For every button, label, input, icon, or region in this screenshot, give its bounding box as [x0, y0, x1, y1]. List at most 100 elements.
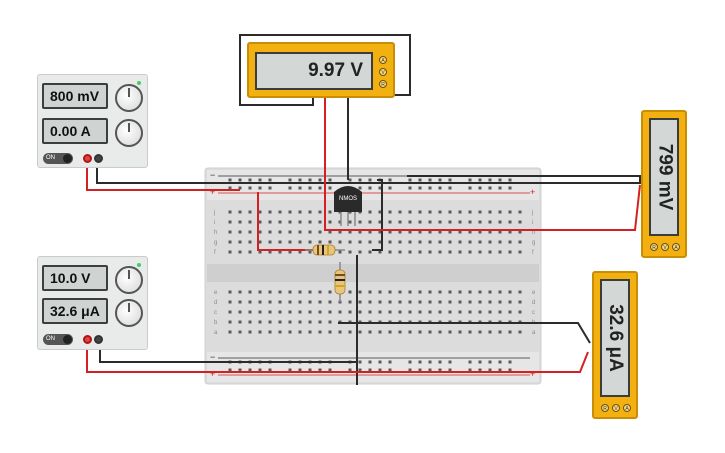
breadboard-hole[interactable]	[388, 300, 392, 304]
breadboard-hole[interactable]	[248, 230, 252, 234]
breadboard-hole[interactable]	[368, 310, 372, 314]
breadboard-hole[interactable]	[308, 178, 312, 182]
breadboard-hole[interactable]	[378, 220, 382, 224]
breadboard-hole[interactable]	[238, 230, 242, 234]
breadboard-hole[interactable]	[358, 230, 362, 234]
multimeter-top-mode-v-icon[interactable]: V	[379, 68, 387, 76]
breadboard-hole[interactable]	[448, 368, 452, 372]
breadboard-hole[interactable]	[228, 368, 232, 372]
breadboard-hole[interactable]	[418, 250, 422, 254]
breadboard-hole[interactable]	[378, 368, 382, 372]
breadboard-hole[interactable]	[328, 178, 332, 182]
breadboard-hole[interactable]	[488, 220, 492, 224]
breadboard-hole[interactable]	[468, 360, 472, 364]
breadboard-hole[interactable]	[498, 250, 502, 254]
breadboard-hole[interactable]	[368, 360, 372, 364]
breadboard-hole[interactable]	[368, 186, 372, 190]
breadboard-hole[interactable]	[368, 220, 372, 224]
breadboard-hole[interactable]	[378, 360, 382, 364]
breadboard-hole[interactable]	[428, 186, 432, 190]
breadboard-hole[interactable]	[488, 360, 492, 364]
breadboard-hole[interactable]	[408, 310, 412, 314]
breadboard-hole[interactable]	[228, 250, 232, 254]
resistor-horizontal[interactable]	[305, 244, 345, 256]
breadboard-hole[interactable]	[458, 250, 462, 254]
breadboard-hole[interactable]	[238, 300, 242, 304]
breadboard-hole[interactable]	[378, 240, 382, 244]
breadboard-hole[interactable]	[428, 210, 432, 214]
breadboard-hole[interactable]	[348, 220, 352, 224]
breadboard-hole[interactable]	[438, 186, 442, 190]
breadboard-hole[interactable]	[408, 330, 412, 334]
breadboard-hole[interactable]	[468, 290, 472, 294]
multimeter-right-bottom-mode-r-icon[interactable]: R	[601, 404, 609, 412]
breadboard-hole[interactable]	[358, 220, 362, 224]
breadboard-hole[interactable]	[398, 210, 402, 214]
breadboard-hole[interactable]	[508, 360, 512, 364]
breadboard-hole[interactable]	[238, 310, 242, 314]
breadboard-hole[interactable]	[448, 290, 452, 294]
breadboard-hole[interactable]	[518, 330, 522, 334]
breadboard-hole[interactable]	[238, 250, 242, 254]
breadboard-hole[interactable]	[508, 230, 512, 234]
breadboard-hole[interactable]	[358, 368, 362, 372]
breadboard-hole[interactable]	[398, 220, 402, 224]
breadboard-hole[interactable]	[348, 178, 352, 182]
breadboard-hole[interactable]	[288, 220, 292, 224]
breadboard-hole[interactable]	[258, 320, 262, 324]
breadboard-hole[interactable]	[348, 230, 352, 234]
breadboard-hole[interactable]	[258, 230, 262, 234]
breadboard-hole[interactable]	[328, 330, 332, 334]
breadboard-hole[interactable]	[338, 220, 342, 224]
breadboard-hole[interactable]	[328, 310, 332, 314]
breadboard-hole[interactable]	[328, 186, 332, 190]
breadboard-hole[interactable]	[298, 210, 302, 214]
breadboard-hole[interactable]	[318, 220, 322, 224]
power-supply-1[interactable]: 800 mV 0.00 A ON	[37, 74, 148, 168]
breadboard-hole[interactable]	[228, 230, 232, 234]
ps2-current-knob-icon[interactable]	[115, 299, 143, 327]
breadboard-hole[interactable]	[498, 220, 502, 224]
breadboard-hole[interactable]	[268, 310, 272, 314]
breadboard-hole[interactable]	[358, 360, 362, 364]
breadboard-hole[interactable]	[258, 290, 262, 294]
breadboard-hole[interactable]	[408, 300, 412, 304]
ps2-positive-jack-icon[interactable]	[83, 335, 92, 344]
breadboard-hole[interactable]	[318, 210, 322, 214]
breadboard-hole[interactable]	[288, 310, 292, 314]
breadboard-hole[interactable]	[298, 368, 302, 372]
breadboard-hole[interactable]	[358, 330, 362, 334]
breadboard-hole[interactable]	[258, 310, 262, 314]
breadboard-hole[interactable]	[508, 290, 512, 294]
breadboard-hole[interactable]	[238, 220, 242, 224]
breadboard-hole[interactable]	[268, 230, 272, 234]
breadboard-hole[interactable]	[448, 210, 452, 214]
breadboard-hole[interactable]	[298, 310, 302, 314]
breadboard-hole[interactable]	[248, 178, 252, 182]
breadboard-hole[interactable]	[258, 300, 262, 304]
breadboard-hole[interactable]	[318, 240, 322, 244]
breadboard-hole[interactable]	[258, 186, 262, 190]
breadboard-hole[interactable]	[398, 300, 402, 304]
breadboard-hole[interactable]	[518, 300, 522, 304]
breadboard-hole[interactable]	[418, 368, 422, 372]
breadboard-hole[interactable]	[368, 330, 372, 334]
breadboard-hole[interactable]	[388, 240, 392, 244]
breadboard-hole[interactable]	[488, 240, 492, 244]
breadboard-hole[interactable]	[478, 300, 482, 304]
breadboard-hole[interactable]	[238, 368, 242, 372]
breadboard-hole[interactable]	[478, 210, 482, 214]
breadboard-hole[interactable]	[408, 250, 412, 254]
breadboard-hole[interactable]	[478, 310, 482, 314]
breadboard-hole[interactable]	[298, 250, 302, 254]
breadboard-hole[interactable]	[438, 310, 442, 314]
breadboard-hole[interactable]	[368, 178, 372, 182]
breadboard-hole[interactable]	[468, 330, 472, 334]
breadboard-hole[interactable]	[498, 186, 502, 190]
breadboard-hole[interactable]	[358, 300, 362, 304]
breadboard-hole[interactable]	[438, 360, 442, 364]
breadboard-hole[interactable]	[398, 230, 402, 234]
breadboard-hole[interactable]	[418, 330, 422, 334]
breadboard-hole[interactable]	[438, 178, 442, 182]
